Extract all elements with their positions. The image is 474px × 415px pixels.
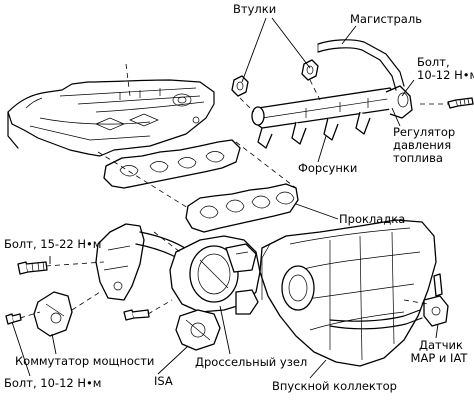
bolt-15-22-label: Болт, 15-22 Н•м [4,237,102,251]
intake-manifold-label: Впускной коллектор [272,379,397,393]
alignment-lines [19,63,448,319]
cylinder-head [7,79,215,157]
bushings-label: Втулки [233,2,277,16]
gasket [185,183,299,233]
bolt-10-12-label: Болт, 10-12 Н•м [4,376,102,390]
isa-valve [175,309,221,351]
isa-label: ISA [154,374,173,388]
map-iat-sensor [423,273,449,327]
bolt-throttle-part [123,309,150,321]
injectors-label: Форсунки [298,161,358,175]
fuel-rail-label: Магистраль [350,12,422,26]
sensor-label-line1: Датчик [419,338,463,352]
bolt-10-12-part [5,313,22,325]
regulator-label-line1: Регулятор [393,125,456,139]
intake-manifold-part [259,219,437,367]
regulator-label-line2: давления [393,138,452,152]
head-port-flange [103,139,241,189]
leader-lines [11,17,439,379]
sensor-label-line2: MAP и IAT [410,351,468,365]
fuel-rail [251,39,413,149]
power-switch-part [33,291,73,337]
bolt-rail-label-line1: Болт, [417,55,450,69]
power-switch-label: Коммутатор мощности [15,354,155,368]
gasket-label: Прокладка [339,212,406,226]
regulator-label-line3: топлива [393,151,443,165]
bushings-parts [231,59,319,97]
bolt-rail-label-line2: 10-12 Н•м [417,68,474,82]
throttle-body [169,235,261,315]
throttle-body-label: Дроссельный узел [195,355,308,369]
bolt-15-22-part [17,261,48,275]
bolt-rail-part [447,97,474,109]
